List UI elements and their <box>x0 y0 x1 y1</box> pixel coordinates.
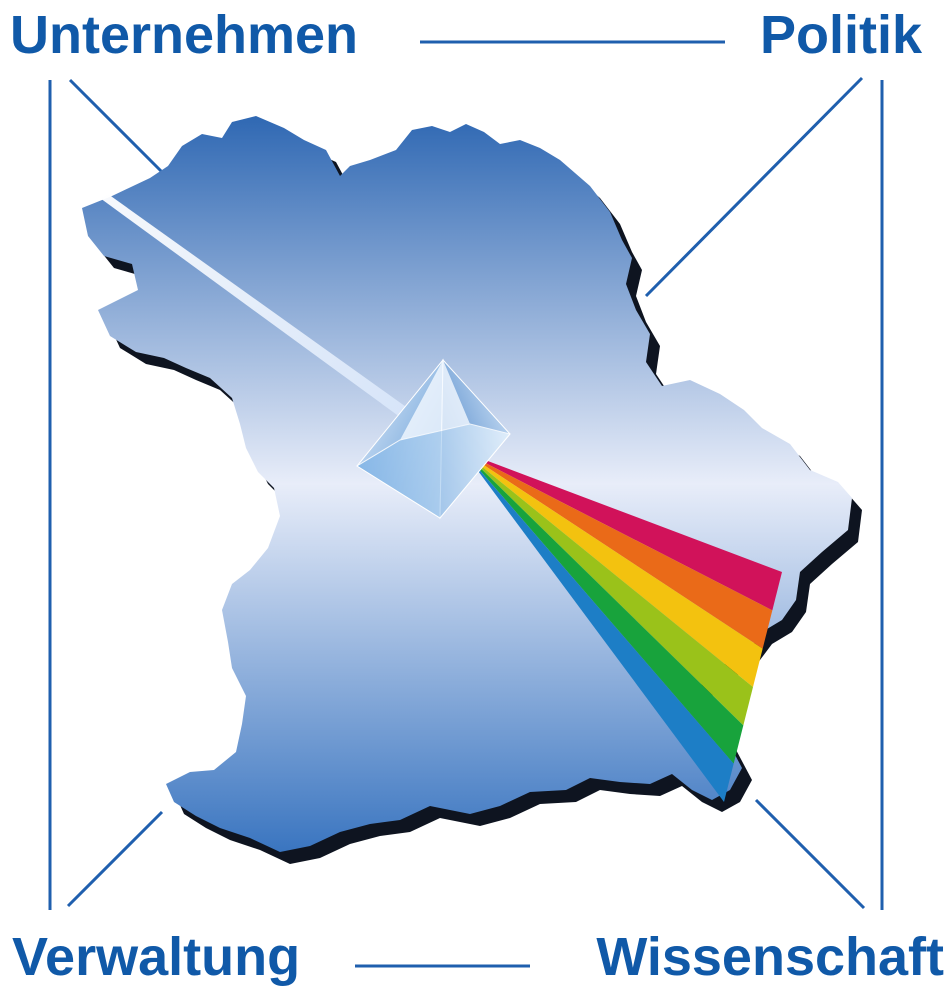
spectrum-band <box>464 452 763 687</box>
connector-diag-tr <box>644 76 864 298</box>
spectrum-band <box>464 452 773 649</box>
connector-diag-tl <box>68 78 164 174</box>
spectrum-band <box>464 452 753 726</box>
light-ray <box>100 194 416 420</box>
connector-diag-br <box>754 798 866 910</box>
rainbow-spectrum-icon <box>464 452 782 802</box>
connector-diag-bl <box>66 810 164 908</box>
label-politik: Politik <box>759 5 922 65</box>
connector-lines <box>48 40 884 968</box>
spectrum-band <box>464 452 782 611</box>
label-unternehmen: Unternehmen <box>10 5 359 65</box>
label-wissenschaft: Wissenschaft <box>596 927 944 987</box>
label-verwaltung: Verwaltung <box>12 927 301 987</box>
spectrum-band <box>464 452 734 802</box>
spectrum-band <box>464 452 744 764</box>
prism-icon <box>356 358 511 520</box>
